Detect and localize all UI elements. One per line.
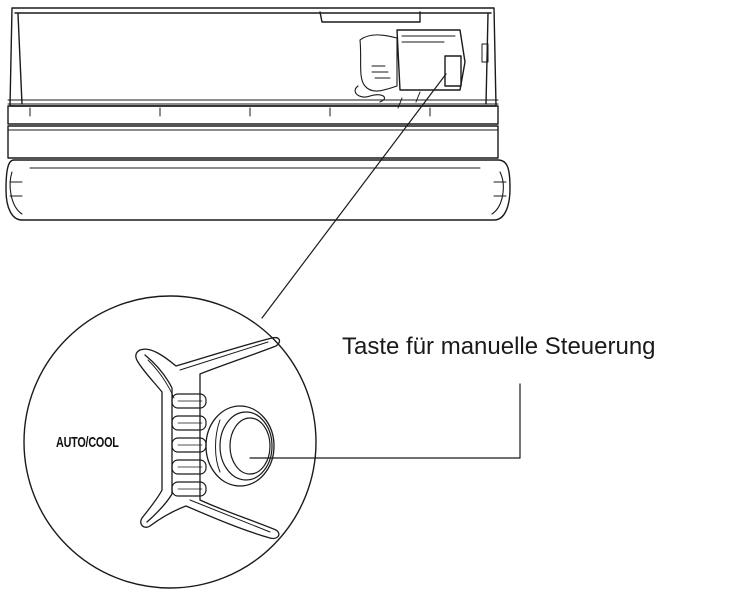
manual-control-button-icon: [205, 405, 275, 487]
vent-ribs: [171, 393, 207, 497]
detail-magnifier: [23, 295, 521, 589]
detail-leader-line: [261, 73, 447, 319]
control-box: [354, 29, 489, 109]
unit-middle-strip: [7, 105, 499, 125]
air-conditioner-indoor-unit-icon: [5, 7, 511, 221]
unit-top-flap: [319, 11, 421, 23]
button-housing: [135, 336, 281, 540]
unit-louver: [5, 159, 511, 221]
callout-leader-line: [249, 383, 521, 459]
unit-front-panel: [9, 7, 497, 107]
detail-circle: [23, 295, 317, 589]
callout-label: Taste für manuelle Steuerung: [342, 333, 656, 360]
mode-label-text: AUTO/COOL: [56, 434, 119, 451]
